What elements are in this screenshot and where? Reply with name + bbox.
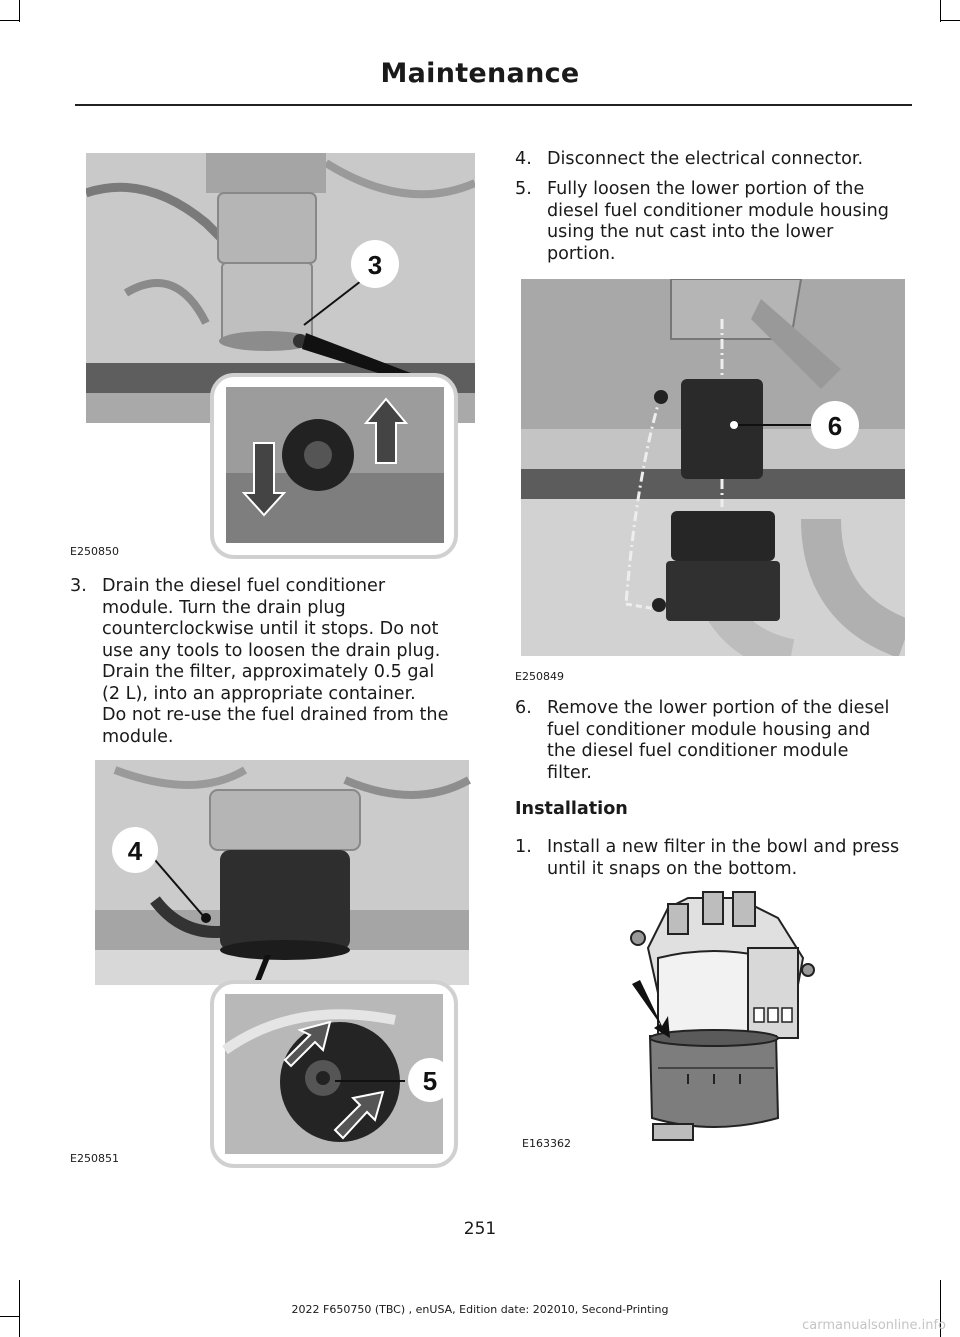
step-text: Drain the diesel fuel conditioner module… <box>102 576 448 748</box>
crop-mark <box>19 0 20 22</box>
step-line: Install a new filter in the bowl and pre… <box>547 837 900 857</box>
step-line: portion. <box>547 243 616 264</box>
step-line: until it snaps on the bottom. <box>547 858 798 879</box>
figure-filter-install <box>628 888 820 1150</box>
step-line: diesel fuel conditioner module housing <box>547 200 889 221</box>
step-number: 6. <box>515 698 532 718</box>
figure-id-label: E250850 <box>70 545 119 558</box>
step-number: 3. <box>70 576 87 596</box>
figure-lower-housing: 4 5 <box>95 760 475 1170</box>
step-text: Disconnect the electrical connector. <box>547 149 863 171</box>
figure-id-label: E163362 <box>522 1137 571 1150</box>
callout-4: 4 <box>128 836 143 866</box>
step-line: Fully loosen the lower portion of the <box>547 179 865 199</box>
callout-6: 6 <box>828 411 842 441</box>
step-line: fuel conditioner module housing and <box>547 719 871 740</box>
footer-edition-info: 2022 F650750 (TBC) , enUSA, Edition date… <box>291 1303 669 1316</box>
step-line: Do not re-use the fuel drained from the <box>102 705 449 725</box>
step-number: 1. <box>515 837 532 857</box>
header-divider <box>75 104 912 106</box>
step-line: using the nut cast into the lower <box>547 222 834 242</box>
watermark: carmanualsonline.info <box>802 1318 946 1333</box>
step-line: use any tools to loosen the drain plug. <box>102 640 441 661</box>
step-number: 4. <box>515 149 532 169</box>
page-title: Maintenance <box>380 58 580 89</box>
step-text: Install a new filter in the bowl and pre… <box>547 837 899 880</box>
step-line: Drain the diesel fuel conditioner <box>102 576 386 596</box>
crop-mark <box>0 20 20 21</box>
step-line: Remove the lower portion of the diesel <box>547 698 890 718</box>
callout-5: 5 <box>423 1066 437 1096</box>
step-number: 5. <box>515 179 532 199</box>
housing-removal-illustration: 6 <box>521 279 905 656</box>
figure-drain-plug: 3 <box>86 153 475 563</box>
step-line: module. <box>102 726 174 747</box>
step-text: Remove the lower portion of the diesel f… <box>547 698 889 784</box>
crop-mark <box>19 1280 20 1337</box>
figure-id-label: E250851 <box>70 1152 119 1165</box>
drain-plug-illustration: 3 <box>86 153 475 559</box>
section-heading-installation: Installation <box>515 799 628 819</box>
filter-install-illustration <box>630 891 815 1141</box>
step-line: module. Turn the drain plug <box>102 597 346 618</box>
step-line: (2 L), into an appropriate container. <box>102 683 416 704</box>
figure-housing-removal: 6 <box>521 279 905 656</box>
callout-3: 3 <box>368 250 382 280</box>
step-text: Fully loosen the lower portion of the di… <box>547 179 889 265</box>
crop-mark <box>940 0 941 22</box>
crop-mark <box>940 20 960 21</box>
step-line: Drain the filter, approximately 0.5 gal <box>102 662 435 682</box>
page-number: 251 <box>463 1219 497 1239</box>
figure-id-label: E250849 <box>515 670 564 683</box>
step-line: Disconnect the electrical connector. <box>547 149 864 169</box>
step-line: the diesel fuel conditioner module <box>547 741 849 761</box>
crop-mark <box>0 1316 20 1317</box>
crop-mark <box>940 1280 941 1337</box>
lower-housing-illustration: 4 5 <box>95 760 471 1168</box>
step-line: counterclockwise until it stops. Do not <box>102 619 439 639</box>
step-line: filter. <box>547 762 592 783</box>
